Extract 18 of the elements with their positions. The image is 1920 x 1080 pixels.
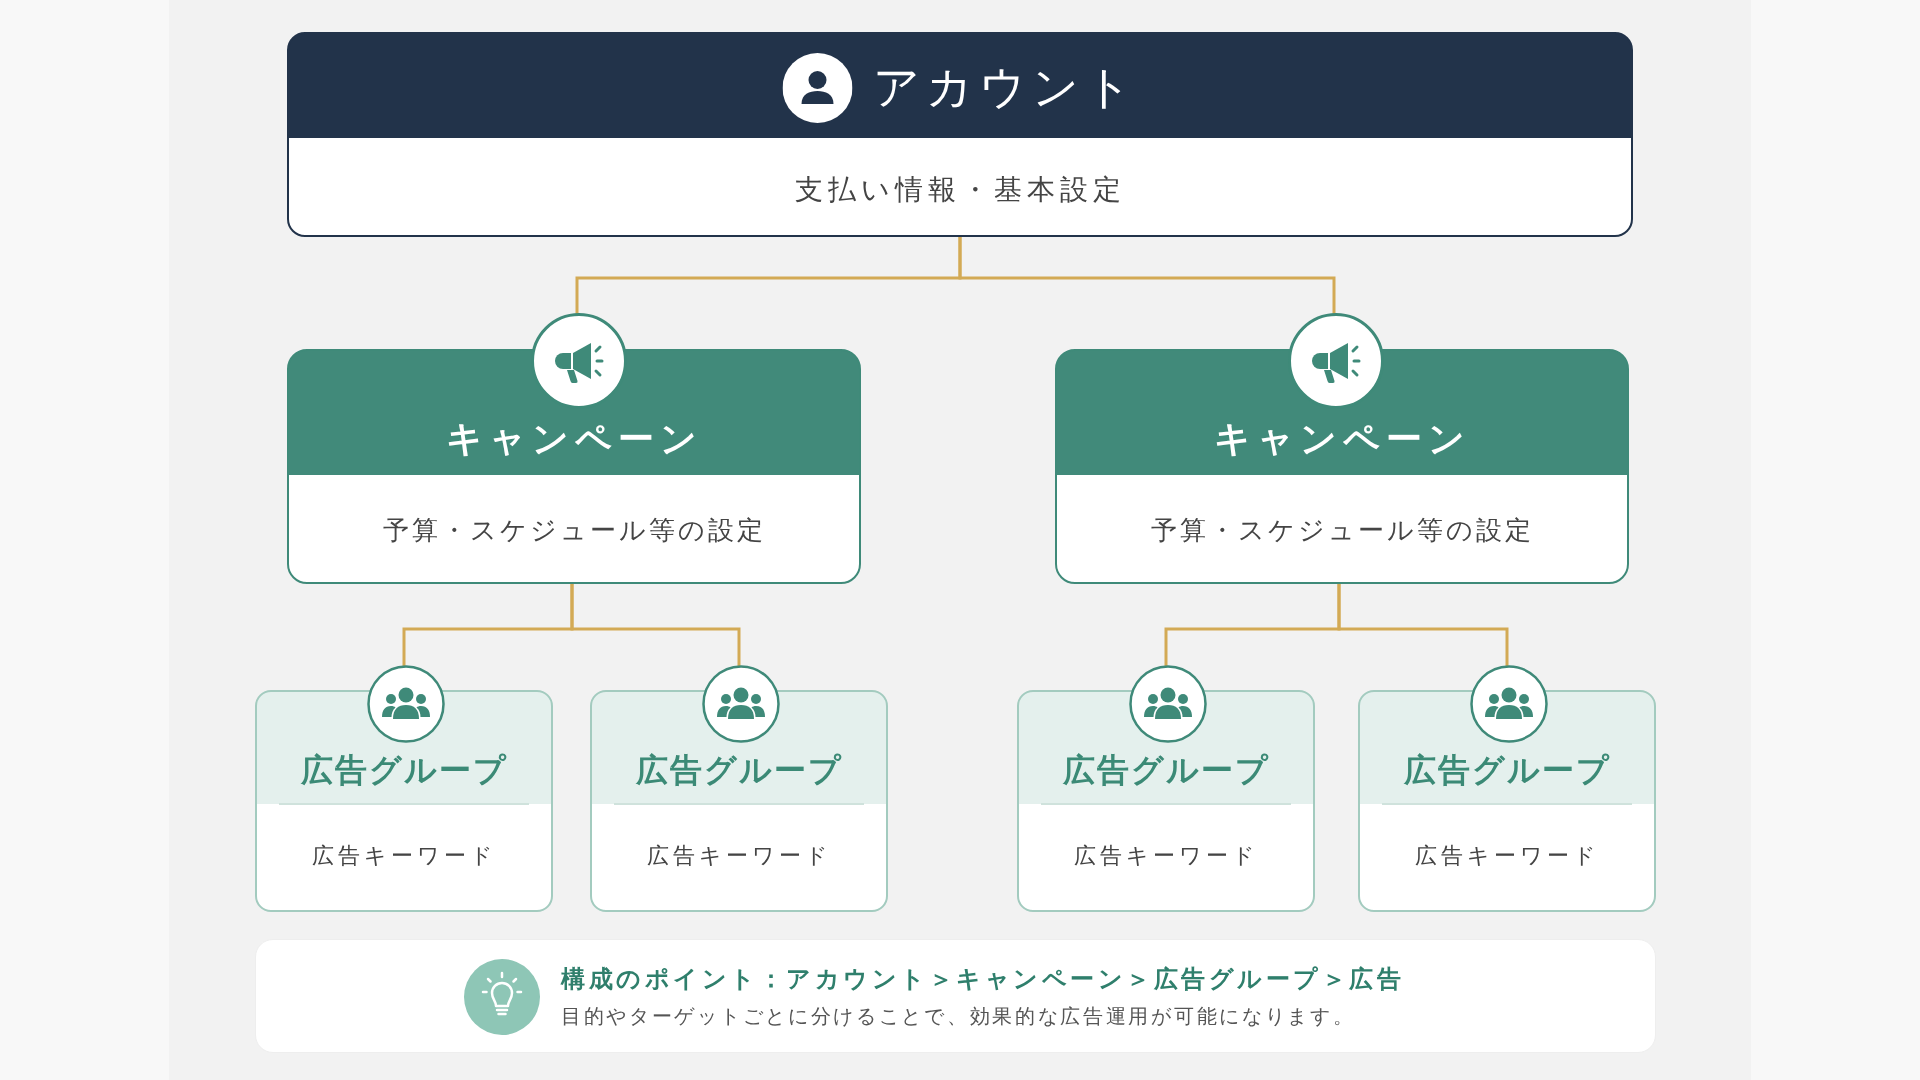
card-title: 広告グループ bbox=[635, 750, 843, 790]
tip-box bbox=[255, 939, 1656, 1053]
card-description: 広告キーワード bbox=[311, 842, 497, 870]
card-title: アカウント bbox=[872, 59, 1138, 117]
card-description: 広告キーワード bbox=[646, 842, 832, 870]
card-description: 広告キーワード bbox=[1414, 842, 1600, 870]
card-description: 予算・スケジュール等の設定 bbox=[1150, 513, 1534, 547]
account-card bbox=[287, 32, 1633, 237]
card-title: 広告グループ bbox=[300, 750, 508, 790]
card-title: キャンペーン bbox=[445, 416, 703, 461]
card-description: 予算・スケジュール等の設定 bbox=[382, 513, 766, 547]
tip-text: 目的やターゲットごとに分けることで、効果的な広告運用が可能になります。 bbox=[561, 1004, 1356, 1030]
card-title: 広告グループ bbox=[1062, 750, 1270, 790]
card-title: キャンペーン bbox=[1213, 416, 1471, 461]
card-description: 支払い情報・基本設定 bbox=[794, 171, 1126, 207]
card-description: 広告キーワード bbox=[1073, 842, 1259, 870]
card-title: 広告グループ bbox=[1403, 750, 1611, 790]
tip-heading: 構成のポイント：アカウント＞キャンペーン＞広告グループ＞広告 bbox=[561, 964, 1404, 994]
